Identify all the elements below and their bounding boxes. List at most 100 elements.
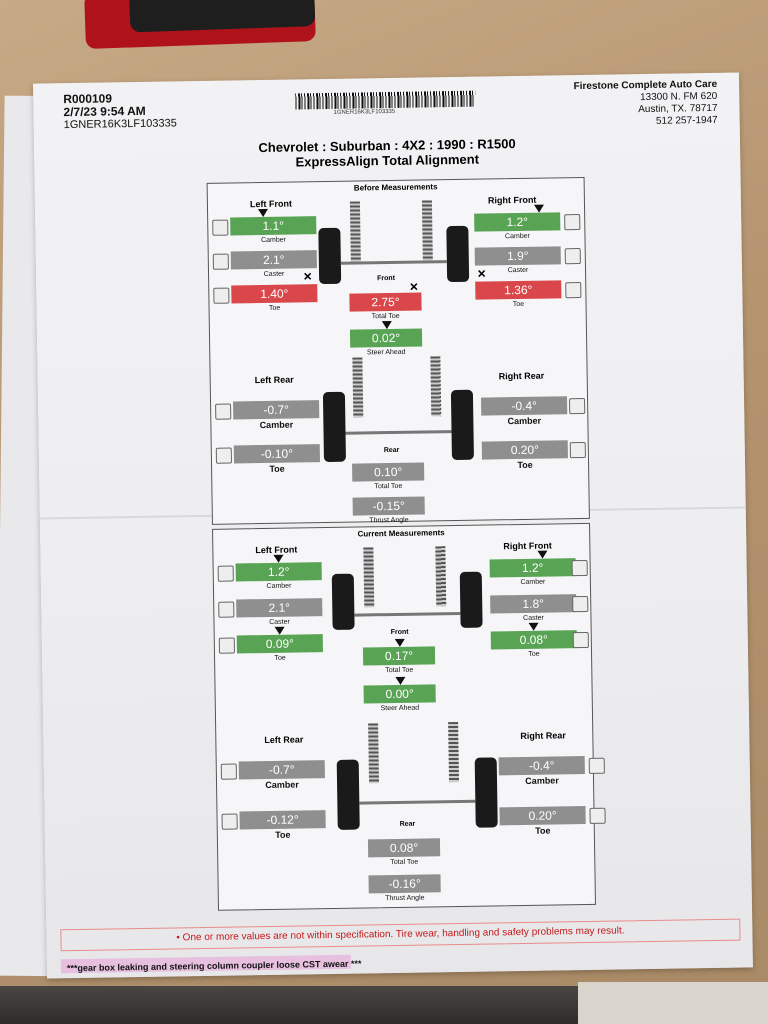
- current-rr-camber-label: Camber: [525, 775, 559, 786]
- before-lr-toe-label: Toe: [269, 463, 285, 474]
- current-lf-camber-bar: 1.2°Camber: [235, 562, 322, 590]
- before-rr-toe-bar: 0.20°Toe: [481, 440, 568, 470]
- right-rear-strut: [448, 722, 460, 783]
- left-front-strut: [349, 201, 361, 262]
- before-lf-camber-bar: 1.1°Camber: [230, 216, 317, 244]
- current-lf-arrow: [273, 554, 284, 563]
- before-lr-camber-label: Camber: [259, 419, 294, 431]
- current-rr-camber-value: -0.4°: [528, 758, 555, 773]
- toe-icon: [572, 631, 589, 649]
- camber-icon: [588, 757, 605, 774]
- before-rf-toe-label: Toe: [512, 300, 525, 309]
- before-lr-toe-value: -0.10°: [260, 446, 294, 462]
- current-rf-toe-arrow: [528, 622, 539, 631]
- before-rf-camber-value: 1.2°: [506, 214, 529, 230]
- left-front-wheel: [318, 227, 342, 285]
- spec-warning: • One or more values are not within spec…: [60, 918, 741, 952]
- current-lf-camber-value: 1.2°: [267, 564, 290, 579]
- before-rf-camber-label: Camber: [504, 232, 530, 241]
- current-lr-toe-label: Toe: [275, 829, 291, 840]
- front-axle: [340, 260, 447, 265]
- camber-icon: [220, 763, 237, 780]
- before-total-toe-rear-value: 0.10°: [373, 464, 403, 480]
- left-rear-strut: [368, 723, 380, 784]
- current-lr-camber-value: -0.7°: [268, 762, 295, 777]
- current-total-toe-front-label: Total Toe: [385, 666, 414, 675]
- before-total-toe-rear-bar: 0.10°Total Toe: [352, 462, 425, 490]
- current-rf-camber: 1.2°Camber: [489, 558, 576, 586]
- current-left-rear-label: Left Rear: [264, 734, 304, 746]
- before-lf-camber-value: 1.1°: [262, 218, 285, 234]
- before-rf-camber: 1.2° Camber: [474, 212, 561, 240]
- before-thrust-angle-value: -0.15°: [372, 498, 405, 514]
- left-rear-wheel: [336, 759, 360, 830]
- right-front-wheel: [459, 571, 483, 628]
- current-thrust-angle-value: -0.16°: [388, 876, 421, 892]
- current-steer-arrow: [395, 676, 406, 685]
- current-total-toe-front-bar: 0.17° Total Toe: [362, 646, 436, 674]
- before-rf-arrow: [533, 204, 545, 213]
- before-rf-caster: 1.9° Caster: [474, 246, 561, 274]
- camber-icon: [215, 403, 232, 420]
- current-lr-camber-bar: -0.7°Camber: [238, 760, 325, 790]
- current-rr-camber-bar: -0.4° Camber: [498, 756, 585, 786]
- vin: 1GNER16K3LF103335: [63, 117, 177, 132]
- before-lr-camber: -0.7°Camber: [233, 400, 320, 430]
- before-total-toe-front-bar: 2.75°Total Toe: [349, 292, 422, 320]
- left-rear-strut: [352, 357, 364, 418]
- before-rf-camber-bar: 1.2° Camber: [474, 212, 561, 240]
- current-lf-caster-value: 2.1°: [268, 600, 291, 615]
- current-steer-ahead-value: 0.00°: [385, 686, 414, 702]
- header-left: R000109 2/7/23 9:54 AM 1GNER16K3LF103335: [63, 91, 177, 132]
- before-panel: Before Measurements Left Front 1.1°Cambe…: [206, 176, 590, 525]
- before-thrust-angle: -0.15°Thrust Angle: [352, 496, 425, 524]
- before-steer-arrow: [381, 320, 392, 330]
- current-rf-arrow: [537, 550, 548, 559]
- rear-axle: [345, 430, 452, 435]
- right-front-strut: [421, 200, 433, 261]
- before-thrust-angle-bar: -0.15°Thrust Angle: [352, 496, 425, 524]
- before-left-front-label: Left Front: [249, 198, 293, 210]
- current-rear-label: Rear: [399, 820, 416, 828]
- before-rf-caster-label: Caster: [507, 266, 529, 275]
- current-rr-toe-value: 0.20°: [528, 808, 557, 823]
- current-rf-toe-label: Toe: [528, 650, 540, 658]
- toe-icon: [565, 282, 582, 299]
- before-rear-label: Rear: [383, 446, 400, 455]
- camber-icon: [569, 397, 586, 415]
- left-front-strut: [363, 547, 375, 608]
- current-title: Current Measurements: [357, 528, 445, 539]
- before-total-toe-rear: 0.10°Total Toe: [352, 462, 425, 490]
- current-rf-toe: 0.08°Toe: [490, 630, 577, 658]
- current-steer-ahead: 0.00°Steer Ahead: [363, 684, 436, 712]
- before-right-front-label: Right Front: [487, 194, 537, 206]
- before-rf-toe-bar: 1.36°Toe: [475, 280, 562, 308]
- alignment-report: R000109 2/7/23 9:54 AM 1GNER16K3LF103335…: [33, 72, 753, 979]
- before-right-rear-label: Right Rear: [498, 370, 545, 382]
- carpet: [578, 982, 768, 1024]
- shop-info: Firestone Complete Auto Care 13300 N. FM…: [573, 79, 717, 129]
- current-lf-toe-arrow: [274, 626, 285, 635]
- right-rear-wheel: [450, 389, 474, 461]
- current-lr-toe-bar: -0.12°Toe: [239, 810, 326, 840]
- before-rf-toe: 1.36°Toe: [475, 280, 562, 308]
- toe-icon: [215, 447, 233, 464]
- current-lr-toe: -0.12°Toe: [239, 810, 326, 840]
- current-rf-camber-bar: 1.2°Camber: [489, 558, 576, 586]
- toe-icon: [589, 807, 606, 824]
- current-total-toe-front-value: 0.17°: [384, 648, 414, 664]
- right-rear-strut: [430, 356, 442, 417]
- before-rr-camber: -0.4°Camber: [481, 396, 568, 426]
- current-lf-caster: 2.1°Caster: [236, 598, 323, 626]
- camber-icon: [564, 214, 581, 231]
- current-rr-toe-bar: 0.20°Toe: [499, 806, 586, 836]
- current-lf-caster-bar: 2.1°Caster: [236, 598, 323, 626]
- current-lr-camber: -0.7°Camber: [238, 760, 325, 790]
- right-front-strut: [435, 546, 447, 607]
- before-rf-caster-value: 1.9°: [506, 248, 529, 264]
- current-total-toe-front: 0.17° Total Toe: [362, 646, 436, 674]
- red-object: [84, 0, 316, 49]
- before-lf-toe-label: Toe: [268, 304, 281, 312]
- before-total-toe-front: 2.75°Total Toe: [349, 292, 422, 320]
- before-lf-toe-x-icon: ✕: [302, 271, 313, 284]
